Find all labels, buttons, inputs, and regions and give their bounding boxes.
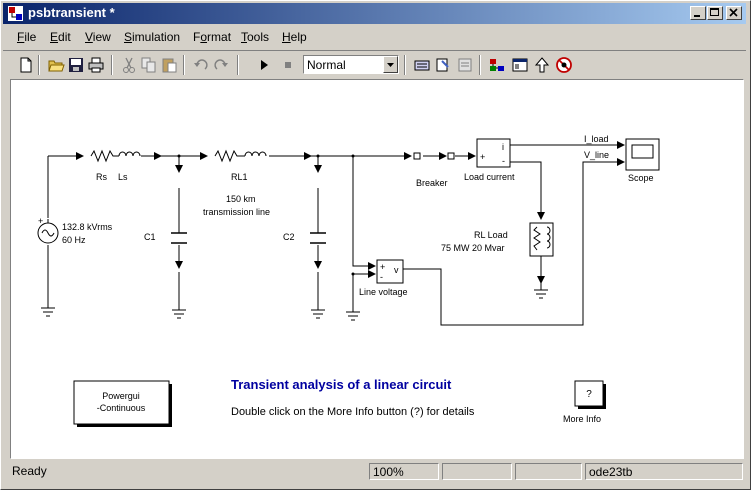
stop-simulation-icon[interactable] — [279, 56, 297, 74]
powergui-block[interactable] — [73, 380, 172, 427]
diagram-subheading: Double click on the More Info button (?)… — [231, 406, 475, 418]
breaker-block[interactable] — [413, 152, 455, 160]
maximize-icon — [710, 8, 719, 16]
scope-label: Scope — [628, 173, 654, 183]
simulation-mode-select[interactable]: Normal — [303, 55, 399, 74]
status-bar: Ready 100% ode23tb — [3, 462, 746, 484]
build-icon[interactable] — [413, 56, 431, 74]
menu-tools[interactable]: Tools — [241, 30, 270, 44]
i-load-label: I_load — [584, 134, 609, 144]
line-type-label: transmission line — [203, 207, 270, 217]
close-button[interactable] — [726, 6, 742, 20]
toolbar-separator — [38, 55, 40, 75]
undo-icon[interactable] — [192, 56, 210, 74]
circuit-diagram: + 132.8 kVrms 60 Hz Rs Ls RL1 150 km tra… — [37, 134, 660, 427]
breaker-label: Breaker — [416, 178, 448, 188]
powergui-label: Powergui — [102, 391, 140, 401]
incremental-build-icon[interactable] — [456, 56, 474, 74]
line-voltage-label: Line voltage — [359, 287, 408, 297]
rl1-impedance[interactable] — [214, 149, 267, 163]
load-current-measurement[interactable]: i + - — [476, 138, 511, 168]
c1-capacitor[interactable] — [171, 188, 187, 244]
copy-icon[interactable] — [140, 56, 158, 74]
zoom-level: 100% — [369, 463, 439, 480]
more-info-label: More Info — [563, 414, 601, 424]
print-icon[interactable] — [87, 56, 105, 74]
load-label-rating: 75 MW 20 Mvar — [441, 243, 505, 253]
menu-simulation[interactable]: Simulation — [124, 30, 181, 44]
junction-dots — [177, 154, 355, 276]
minimize-button[interactable] — [690, 6, 706, 20]
powergui-mode-label: -Continuous — [97, 403, 146, 413]
toolbar-separator — [183, 55, 185, 75]
svg-text:-: - — [380, 272, 383, 282]
library-browser-icon[interactable] — [488, 56, 506, 74]
menu-bar: File Edit View Simulation Format Tools H… — [3, 26, 746, 46]
more-info-button[interactable]: ? — [574, 380, 606, 409]
svg-text:+: + — [380, 262, 385, 272]
v-line-label: V_line — [584, 150, 609, 160]
svg-text:i: i — [502, 142, 504, 152]
scope-block[interactable] — [625, 138, 660, 171]
load-label-name: RL Load — [474, 230, 508, 240]
paste-icon[interactable] — [160, 56, 178, 74]
line-voltage-measurement[interactable]: + - v — [376, 259, 404, 284]
load-current-label: Load current — [464, 172, 515, 182]
window-title: psbtransient * — [28, 5, 115, 20]
toolbar-separator — [237, 55, 239, 75]
ground-icon — [41, 289, 548, 321]
toolbar-separator — [404, 55, 406, 75]
redo-icon[interactable] — [212, 56, 230, 74]
source-label-frequency: 60 Hz — [62, 235, 86, 245]
rs-ls-impedance[interactable] — [90, 149, 141, 163]
svg-text:v: v — [394, 265, 399, 275]
svg-text:+: + — [480, 152, 485, 162]
ac-voltage-source[interactable]: + — [37, 216, 59, 244]
simulink-app-icon — [8, 6, 23, 21]
maximize-button[interactable] — [707, 6, 723, 20]
solver-name: ode23tb — [585, 463, 743, 480]
close-icon — [729, 8, 738, 17]
menu-edit[interactable]: Edit — [50, 30, 71, 44]
menu-format[interactable]: Format — [193, 30, 232, 44]
help-icon: ? — [586, 389, 592, 400]
status-text: Ready — [12, 464, 47, 478]
model-explorer-icon[interactable] — [511, 56, 529, 74]
source-label-voltage: 132.8 kVrms — [62, 222, 113, 232]
cut-icon[interactable] — [120, 56, 138, 74]
svg-text:-: - — [502, 156, 505, 166]
simulation-mode-value: Normal — [307, 58, 346, 72]
menu-view[interactable]: View — [85, 30, 111, 44]
line-length-label: 150 km — [226, 194, 256, 204]
diagram-heading: Transient analysis of a linear circuit — [231, 377, 452, 392]
c1-label: C1 — [144, 232, 156, 242]
c2-label: C2 — [283, 232, 295, 242]
rl1-label: RL1 — [231, 172, 248, 182]
chevron-down-icon[interactable] — [383, 56, 398, 73]
rl-load-block[interactable] — [529, 222, 554, 257]
status-field-empty — [442, 463, 512, 480]
save-icon[interactable] — [67, 56, 85, 74]
source-plus-sign: + — [38, 216, 43, 226]
c2-capacitor[interactable] — [310, 188, 326, 244]
menu-file[interactable]: File — [17, 30, 37, 44]
debugger-icon[interactable] — [555, 56, 573, 74]
menu-help[interactable]: Help — [282, 30, 307, 44]
open-folder-icon[interactable] — [47, 56, 65, 74]
ls-label: Ls — [118, 172, 128, 182]
title-bar[interactable]: psbtransient * — [3, 3, 746, 24]
status-field-empty — [515, 463, 582, 480]
new-file-icon[interactable] — [17, 56, 35, 74]
update-diagram-icon[interactable] — [434, 56, 452, 74]
toolbar-separator — [111, 55, 113, 75]
go-to-parent-icon[interactable] — [533, 56, 551, 74]
toolbar: Normal — [3, 50, 746, 79]
rs-label: Rs — [96, 172, 107, 182]
minimize-icon — [694, 15, 700, 17]
start-simulation-icon[interactable] — [255, 56, 273, 74]
model-canvas[interactable]: + 132.8 kVrms 60 Hz Rs Ls RL1 150 km tra… — [10, 79, 744, 459]
toolbar-separator — [479, 55, 481, 75]
